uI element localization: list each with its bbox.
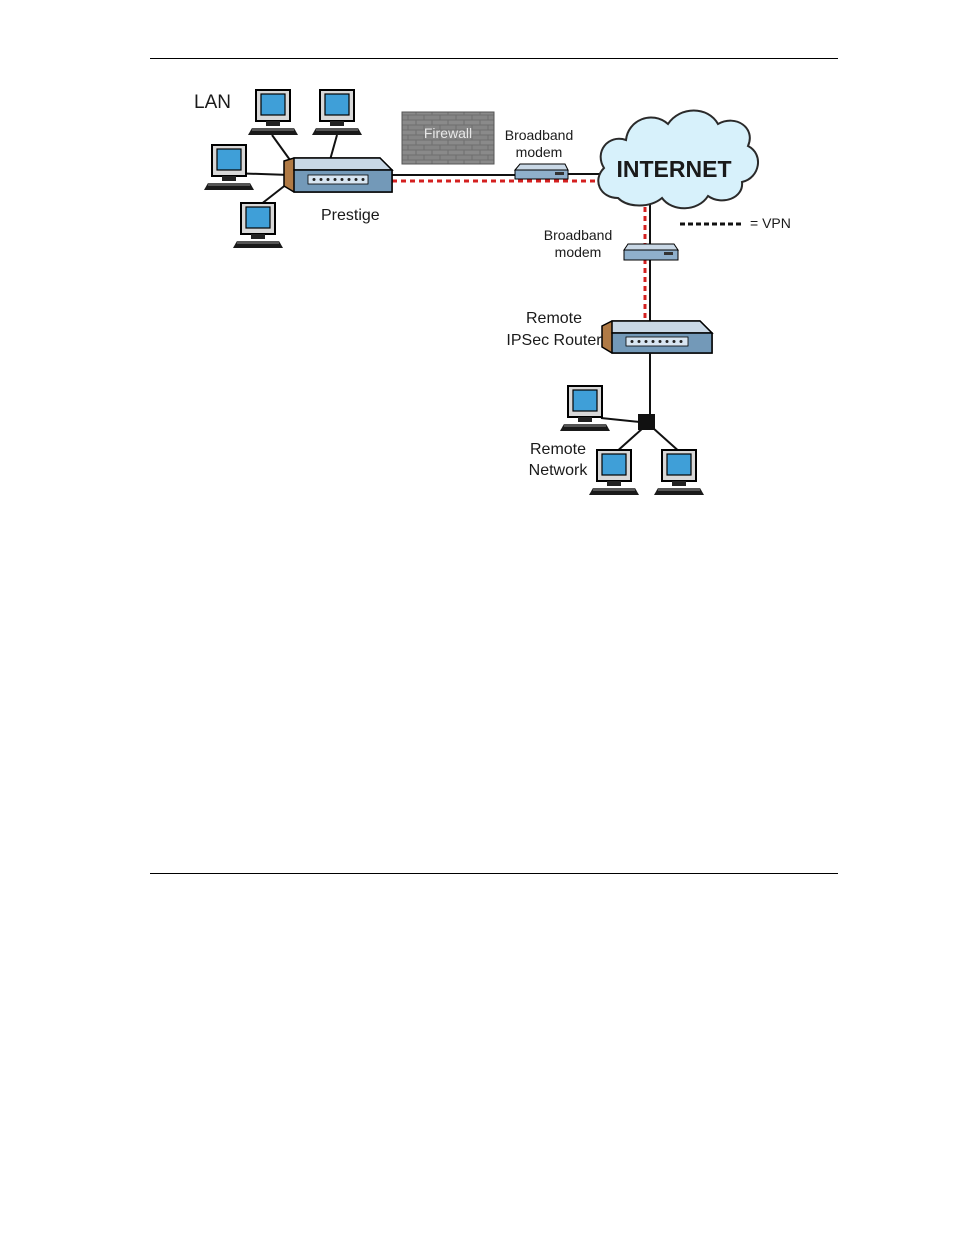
vpn-legend: = VPN xyxy=(680,215,791,231)
bottom-rule xyxy=(150,873,838,874)
remote-ipsec-router-icon xyxy=(602,321,712,353)
remote-network-label-line1: Remote xyxy=(530,441,586,458)
lan-pc-2 xyxy=(312,90,362,135)
lan-pc-3 xyxy=(204,145,254,190)
lan-pc-4 xyxy=(233,203,283,248)
broadband-modem-top-label-line2: modem xyxy=(516,144,563,160)
remote-pc-3 xyxy=(654,450,704,495)
firewall-icon: Firewall xyxy=(402,112,494,164)
broadband-modem-right-icon xyxy=(624,244,678,260)
internet-label: INTERNET xyxy=(617,156,732,182)
network-hub-icon xyxy=(638,414,655,430)
broadband-modem-right-label-line2: modem xyxy=(555,244,602,260)
prestige-label: Prestige xyxy=(321,207,380,224)
wan-link-top xyxy=(392,174,602,181)
broadband-modem-top-label-line1: Broadband xyxy=(505,127,574,143)
remote-router-label-line2: IPSec Router xyxy=(506,332,602,349)
network-diagram: LAN Firewall Prestige Broadband xyxy=(0,0,954,600)
remote-pc-2 xyxy=(589,450,639,495)
lan-pc-1 xyxy=(248,90,298,135)
internet-cloud-icon: INTERNET xyxy=(598,111,758,209)
broadband-modem-top-icon xyxy=(515,164,568,179)
broadband-modem-right-label-line1: Broadband xyxy=(544,227,613,243)
firewall-label: Firewall xyxy=(424,125,472,141)
lan-label: LAN xyxy=(194,92,231,113)
remote-router-label-line1: Remote xyxy=(526,310,582,327)
vpn-legend-label: = VPN xyxy=(750,215,791,231)
remote-network-label-line2: Network xyxy=(529,462,589,479)
remote-network-cables xyxy=(601,353,682,454)
remote-pc-1 xyxy=(560,386,610,431)
prestige-router-icon xyxy=(284,158,392,192)
